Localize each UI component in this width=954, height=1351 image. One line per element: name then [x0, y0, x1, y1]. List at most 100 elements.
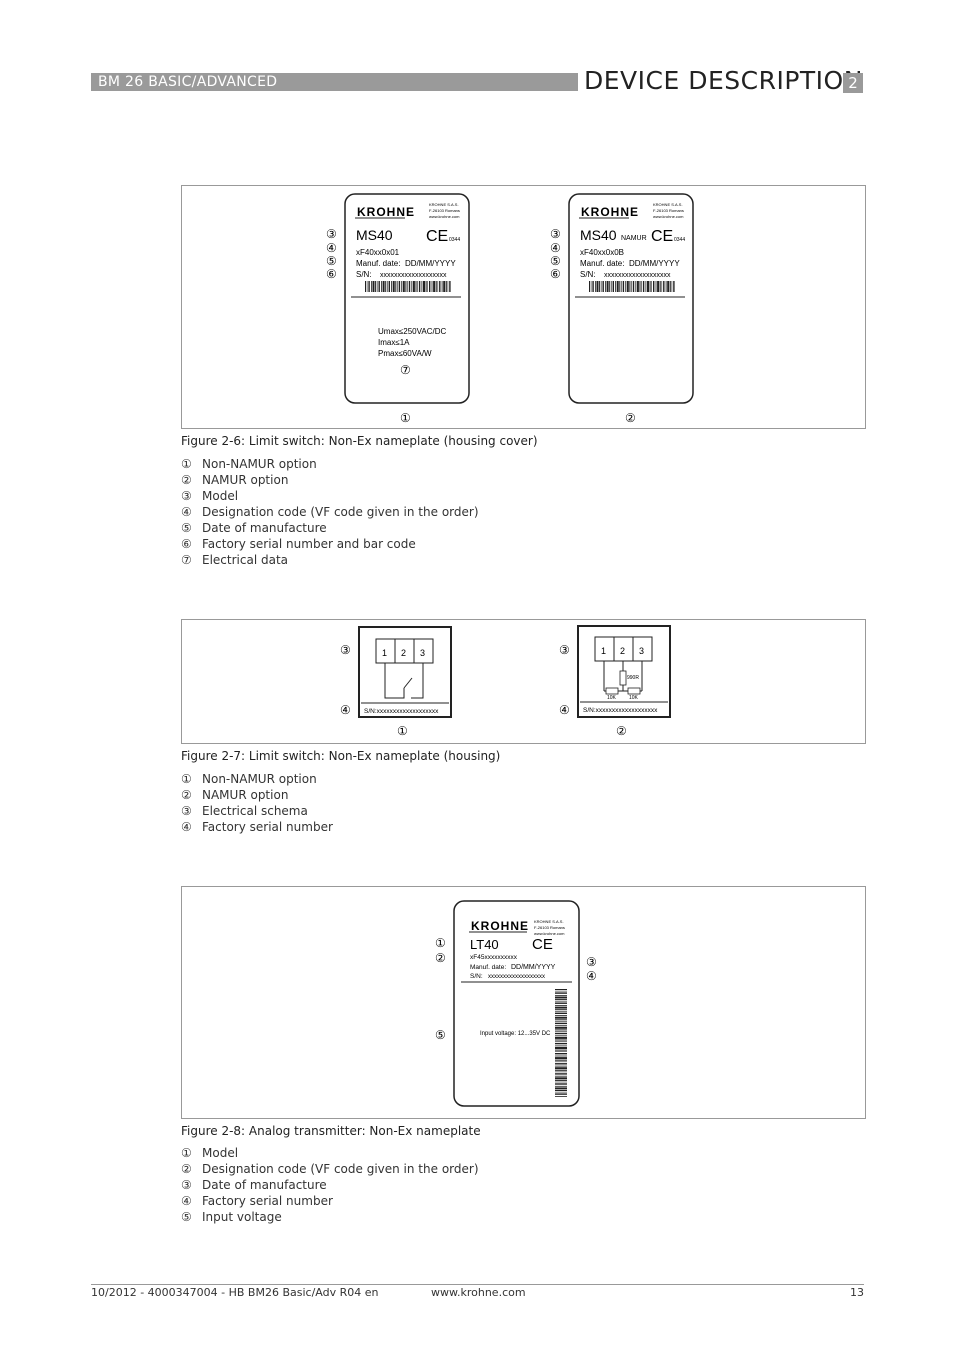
barcode-bar: [555, 1069, 567, 1071]
barcode-bar: [408, 281, 411, 292]
barcode-bar: [555, 1026, 567, 1029]
barcode-bar: [599, 281, 601, 292]
barcode-bar: [555, 1015, 567, 1016]
company-line3: www.krohne.com: [653, 214, 684, 219]
barcode-bar: [387, 281, 388, 292]
ce-mark: CE: [532, 936, 553, 953]
marker-6: ⑥: [326, 267, 337, 281]
brand-logo: KROHNE: [581, 205, 639, 219]
barcode-bar: [555, 1011, 567, 1012]
barcode-bar: [555, 1031, 567, 1032]
footer-page-number: 13: [850, 1286, 864, 1299]
barcode-bar: [626, 281, 629, 292]
marker-3: ③: [586, 955, 597, 969]
footer-rule: [91, 1284, 864, 1285]
barcode-bar: [605, 281, 606, 292]
barcode-bar: [555, 1025, 567, 1027]
barcode-bar: [659, 281, 661, 292]
footer-website: www.krohne.com: [431, 1286, 526, 1299]
barcode-bar: [555, 1093, 567, 1095]
barcode-bar: [555, 1075, 567, 1077]
barcode-bar: [555, 995, 567, 996]
barcode-bar: [663, 281, 665, 292]
barcode-bar: [641, 281, 642, 292]
sn-value: xxxxxxxxxxxxxxxxxxx: [488, 974, 545, 980]
marker-2: ②: [625, 411, 636, 425]
resistor-label: 990R: [627, 675, 639, 681]
plate-outline: [568, 193, 694, 404]
barcode-bar: [665, 281, 667, 292]
marker-1: ①: [400, 411, 411, 425]
terminal-3: 3: [639, 646, 644, 656]
barcode: [589, 281, 675, 292]
barcode-bar: [555, 1085, 567, 1087]
barcode-bar: [625, 281, 627, 292]
barcode-bar: [606, 281, 609, 292]
barcode-bar: [649, 281, 651, 292]
barcode-bar: [555, 1022, 567, 1025]
barcode-bar: [427, 281, 428, 292]
barcode: [365, 281, 451, 292]
marker-7: ⑦: [400, 363, 411, 377]
barcode-bar: [398, 281, 401, 292]
barcode-vertical: [555, 989, 567, 1097]
barcode-bar: [407, 281, 408, 292]
marker-2: ②: [616, 724, 627, 738]
barcode-bar: [555, 1065, 567, 1067]
barcode-bar: [555, 1061, 567, 1063]
model-name: MS40: [580, 227, 617, 243]
barcode-bar: [555, 1051, 567, 1052]
electrical-imax: Imax≤1A: [378, 338, 410, 347]
barcode-bar: [621, 281, 622, 292]
marker-2: ②: [435, 951, 446, 965]
figure-2-6-caption: Figure 2-6: Limit switch: Non-Ex namepla…: [181, 434, 538, 448]
sn-value: S/N:xxxxxxxxxxxxxxxxxxx: [583, 707, 658, 714]
barcode-bar: [589, 281, 590, 292]
terminal-2: 2: [620, 646, 625, 656]
manuf-value: DD/MM/YYYY: [511, 964, 556, 971]
barcode-bar: [437, 281, 439, 292]
barcode-bar: [433, 281, 436, 292]
barcode-bar: [673, 281, 675, 292]
barcode-bar: [429, 281, 431, 292]
barcode-bar: [555, 1035, 567, 1037]
barcode-bar: [555, 999, 567, 1001]
designation-code: xF40xx0x0B: [580, 248, 624, 257]
marker-1: ①: [435, 936, 446, 950]
barcode-bar: [417, 281, 418, 292]
barcode-bar: [431, 281, 433, 292]
barcode-bar: [555, 1077, 567, 1080]
barcode-bar: [616, 281, 619, 292]
barcode-bar: [555, 1055, 567, 1057]
barcode-bar: [402, 281, 405, 292]
sn-label: S/N:: [470, 973, 483, 980]
housing-plate-non-namur: 1 2 3 S/N:xxxxxxxxxxxxxxxxxxx: [358, 626, 452, 718]
manuf-value: DD/MM/YYYY: [405, 259, 456, 268]
barcode-bar: [388, 281, 390, 292]
marker-1: ①: [397, 724, 408, 738]
plate-outline: [453, 900, 580, 1107]
model-name: MS40: [356, 227, 393, 243]
sn-value: xxxxxxxxxxxxxxxxxxx: [604, 272, 671, 279]
barcode-bar: [555, 1087, 567, 1090]
nameplate-non-namur: KROHNE KROHNE S.A.S. F-26103 Romans www.…: [344, 193, 470, 404]
barcode-bar: [418, 281, 421, 292]
barcode-bar: [615, 281, 616, 292]
barcode-bar: [636, 281, 639, 292]
barcode-bar: [555, 992, 567, 994]
barcode-bar: [555, 1073, 567, 1075]
figure-2-7-caption: Figure 2-7: Limit switch: Non-Ex namepla…: [181, 749, 501, 763]
ce-mark: CE: [426, 228, 448, 245]
barcode-bar: [661, 281, 663, 292]
barcode-bar: [631, 281, 632, 292]
company-line3: www.krohne.com: [534, 931, 565, 936]
barcode-bar: [371, 281, 372, 292]
